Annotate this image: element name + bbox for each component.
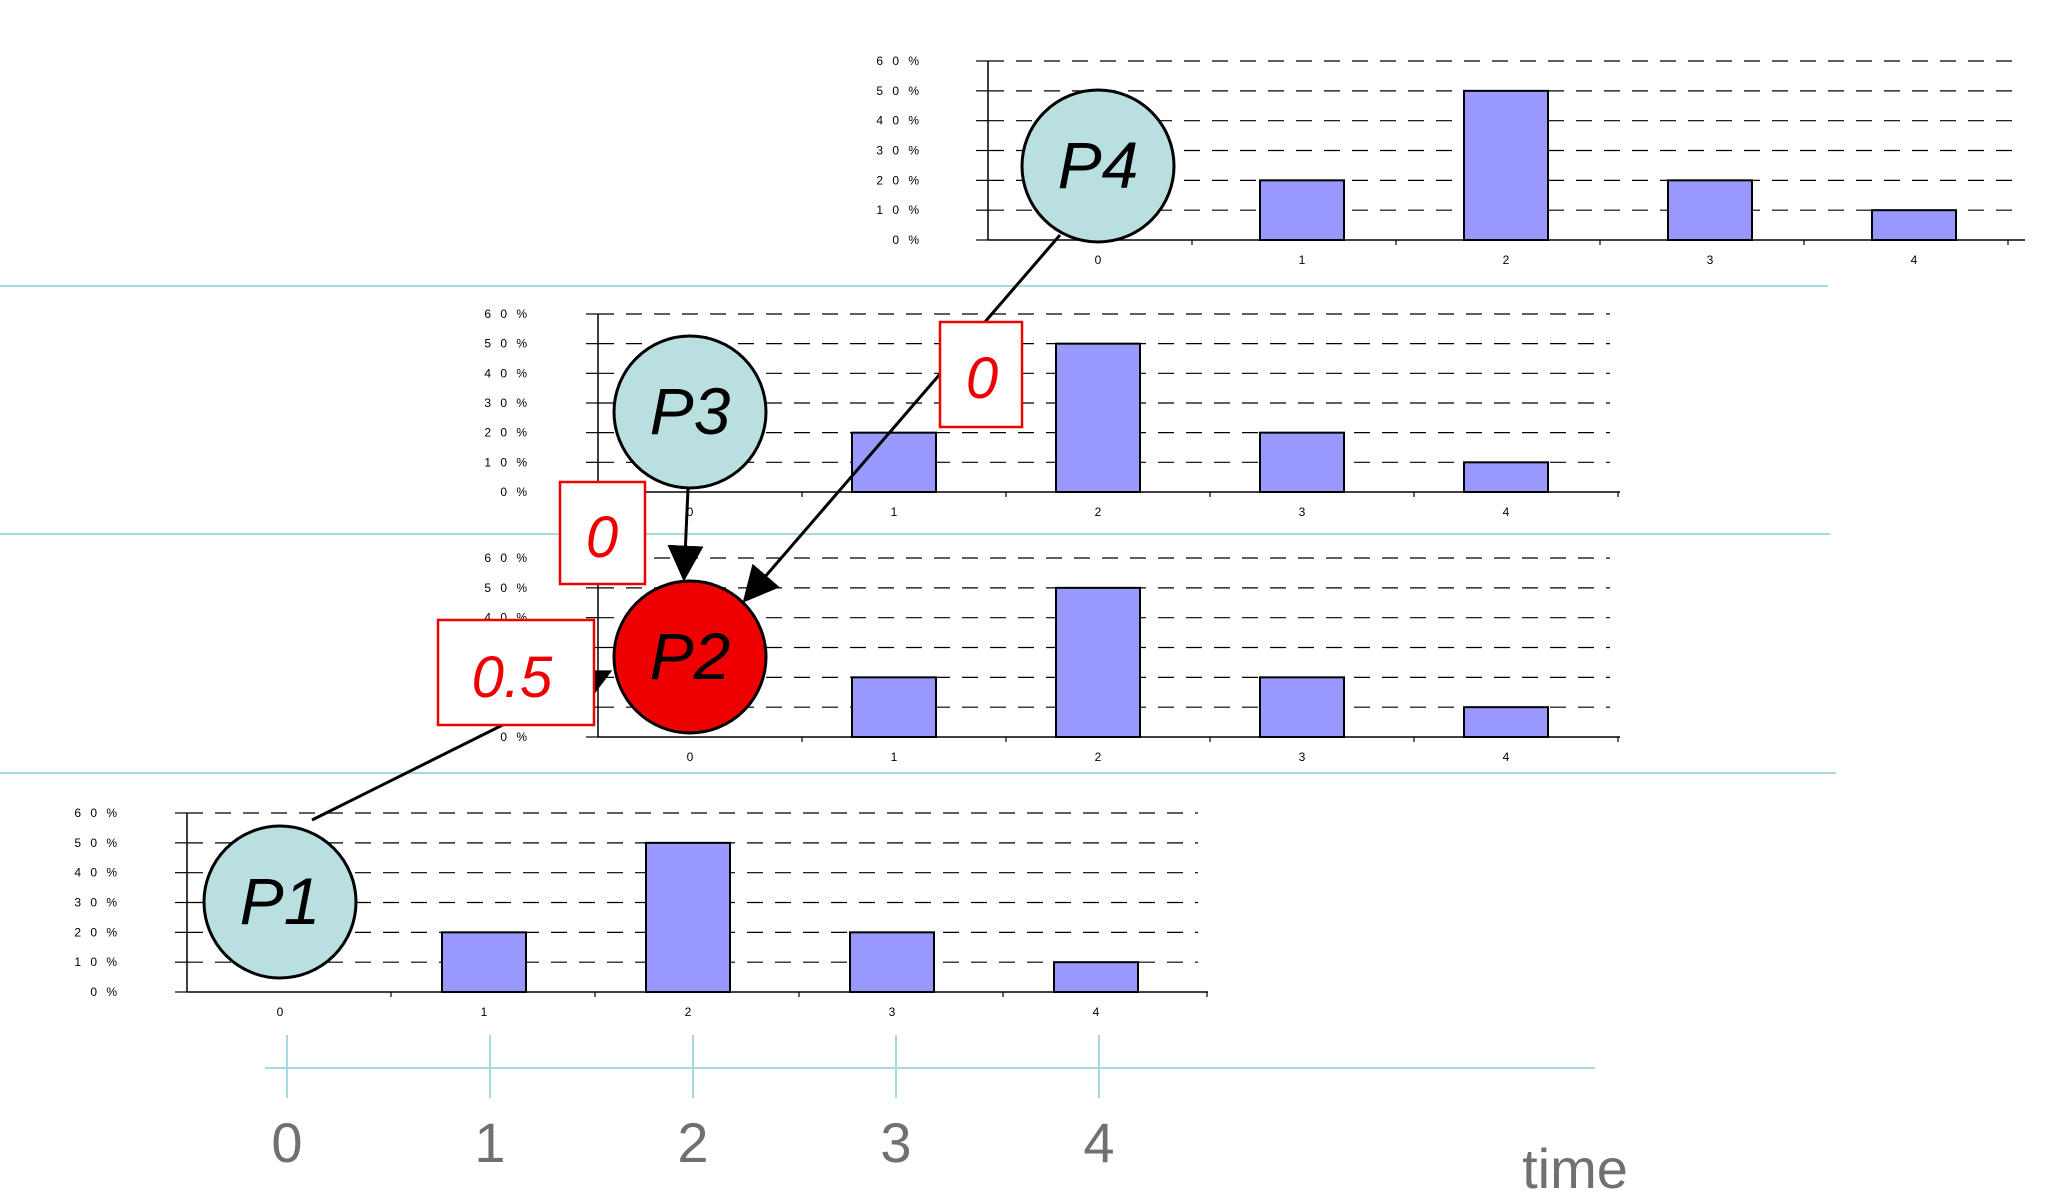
x-tick-label: 2 [1095, 750, 1102, 764]
x-tick-label: 0 [687, 505, 694, 519]
bar-1 [851, 676, 937, 739]
node-circle [612, 334, 768, 490]
bar-3 [849, 931, 935, 994]
x-tick-label: 4 [1093, 1005, 1100, 1019]
y-tick-label: 0 % [500, 730, 530, 744]
edge-weight-p4: 0 [938, 320, 1024, 429]
time-tick-label: 2 [677, 1111, 708, 1174]
y-tick-label: 2 0 % [74, 925, 120, 939]
y-tick-label: 4 0 % [876, 114, 922, 128]
bar-4 [1871, 209, 1957, 241]
node-circle [1020, 88, 1176, 244]
y-tick-label: 4 0 % [74, 866, 120, 880]
weight-label: 0 [966, 346, 998, 411]
time-tick-label: 1 [474, 1111, 505, 1174]
bar-3 [1667, 179, 1753, 241]
x-tick-label: 2 [685, 1005, 692, 1019]
y-tick-label: 6 0 % [876, 54, 922, 68]
edge-p3-to-p2 [667, 488, 704, 582]
edge-weight-p1: 0.5 [436, 618, 596, 727]
y-tick-label: 6 0 % [484, 551, 530, 565]
weight-label: 0.5 [472, 645, 553, 710]
bar-4 [1053, 961, 1139, 993]
node-label: P3 [650, 374, 731, 448]
bar-3 [1259, 431, 1345, 494]
node-circle [612, 579, 768, 735]
node-p4: P4 [1020, 88, 1176, 244]
y-tick-label: 5 0 % [74, 836, 120, 850]
x-tick-label: 4 [1503, 750, 1510, 764]
node-label: P1 [240, 864, 321, 938]
x-tick-label: 1 [481, 1005, 488, 1019]
x-tick-label: 3 [1707, 253, 1714, 267]
bar-1 [1259, 179, 1345, 241]
y-tick-label: 3 0 % [484, 396, 530, 410]
x-tick-label: 4 [1911, 253, 1918, 267]
node-label: P4 [1058, 128, 1139, 202]
node-label: P2 [650, 619, 731, 693]
bar-chart-p3: 0 % 1 0 % 2 0 % 3 0 % 4 0 % 5 0 % 6 0 % 0 1 2 3 4 [484, 307, 1620, 519]
time-tick-label: 0 [271, 1111, 302, 1174]
y-tick-label: 1 0 % [74, 955, 120, 969]
time-tick-label: 3 [880, 1111, 911, 1174]
y-tick-label: 0 % [500, 485, 530, 499]
node-p2: P2 [612, 579, 768, 735]
bar-4 [1463, 461, 1549, 493]
x-tick-label: 4 [1503, 505, 1510, 519]
y-tick-label: 2 0 % [876, 173, 922, 187]
y-tick-label: 3 0 % [876, 144, 922, 158]
bar-2 [1055, 586, 1141, 738]
weight-box [436, 618, 596, 727]
edge-p4-to-p2 [742, 234, 1062, 603]
y-tick-label: 5 0 % [876, 84, 922, 98]
bar-3 [1259, 676, 1345, 739]
bar-1 [441, 931, 527, 994]
x-tick-label: 2 [1503, 253, 1510, 267]
bar-1 [851, 431, 937, 494]
x-tick-label: 0 [277, 1005, 284, 1019]
y-tick-label: 5 0 % [484, 581, 530, 595]
y-tick-label: 0 % [892, 233, 922, 247]
node-p1: P1 [202, 824, 358, 980]
x-tick-label: 3 [1299, 750, 1306, 764]
bar-chart-p4: 0 % 1 0 % 2 0 % 3 0 % 4 0 % 5 0 % 6 0 % 0 1 2 3 4 [876, 54, 2025, 267]
weight-box [558, 480, 647, 586]
x-tick-label: 0 [687, 750, 694, 764]
time-axis-label: time [1522, 1137, 1628, 1198]
y-tick-label: 3 0 % [74, 896, 120, 910]
x-tick-label: 1 [1299, 253, 1306, 267]
weight-label: 0 [586, 505, 618, 570]
bar-2 [1463, 89, 1549, 241]
y-tick-label: 2 0 % [484, 426, 530, 440]
x-tick-label: 3 [1299, 505, 1306, 519]
bar-2 [1055, 342, 1141, 493]
x-tick-label: 0 [1095, 253, 1102, 267]
bar-chart-p1: 0 % 1 0 % 2 0 % 3 0 % 4 0 % 5 0 % 6 0 % 0 1 2 3 4 [74, 806, 1208, 1019]
edge-weight-p3: 0 [558, 480, 647, 586]
x-tick-label: 3 [889, 1005, 896, 1019]
x-tick-label: 1 [891, 750, 898, 764]
x-tick-label: 1 [891, 505, 898, 519]
y-tick-label: 6 0 % [74, 806, 120, 820]
node-p3: P3 [612, 334, 768, 490]
time-tick-label: 4 [1083, 1111, 1114, 1174]
y-tick-label: 1 0 % [876, 203, 922, 217]
x-tick-label: 2 [1095, 505, 1102, 519]
bar-2 [645, 841, 731, 993]
y-tick-label: 1 0 % [484, 455, 530, 469]
node-circle [202, 824, 358, 980]
y-tick-label: 0 % [90, 985, 120, 999]
y-tick-label: 6 0 % [484, 307, 530, 321]
bar-4 [1463, 706, 1549, 738]
weight-box [938, 320, 1024, 429]
y-tick-label: 4 0 % [484, 366, 530, 380]
y-tick-label: 5 0 % [484, 337, 530, 351]
